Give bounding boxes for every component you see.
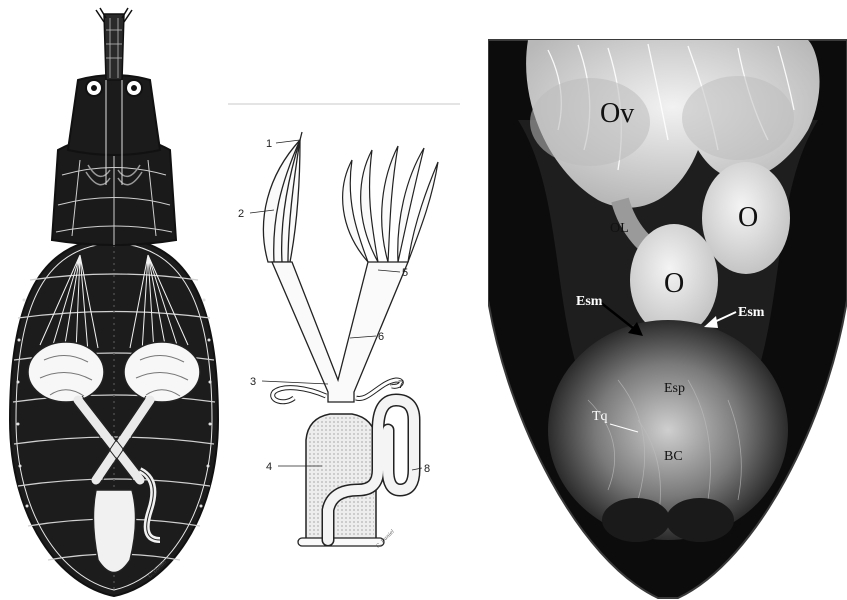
head-outline [68,75,160,155]
dissection-photograph: Ov O O OL Esm Esm Esp Tq BC [488,0,847,600]
label-7: 7 [398,379,404,391]
label-ol: OL [610,221,629,236]
label-5: 5 [402,267,408,279]
reproductive-schematic: 1 2 3 4 5 6 7 8 C. Daniel [228,0,490,600]
genital-chamber [93,490,135,573]
label-3: 3 [250,376,256,388]
insect-body-illustration: C. Daniel [0,0,228,600]
label-esm-left: Esm [576,294,603,309]
right-ovary [343,146,438,262]
panel-a-body-drawing: C. Daniel [0,0,228,600]
label-4: 4 [266,461,272,473]
label-6: 6 [378,331,384,343]
label-o-right: O [738,202,758,233]
label-ov: Ov [600,98,634,129]
rostrum [104,14,124,80]
label-8: 8 [424,463,430,475]
label-o-center: O [664,268,684,299]
label-esp: Esp [664,381,685,396]
panel-b-reproductive-diagram: 1 2 3 4 5 6 7 8 C. Daniel [228,0,490,600]
label-1: 1 [266,138,272,150]
label-2: 2 [238,208,244,220]
genital-chamber-mass [548,320,788,540]
label-esm-right: Esm [738,305,765,320]
label-bc: BC [664,449,683,464]
left-ovary [263,132,302,262]
label-tq: Tq [592,409,608,424]
panel-c-dissection-photo: Ov O O OL Esm Esm Esp Tq BC [488,0,847,600]
